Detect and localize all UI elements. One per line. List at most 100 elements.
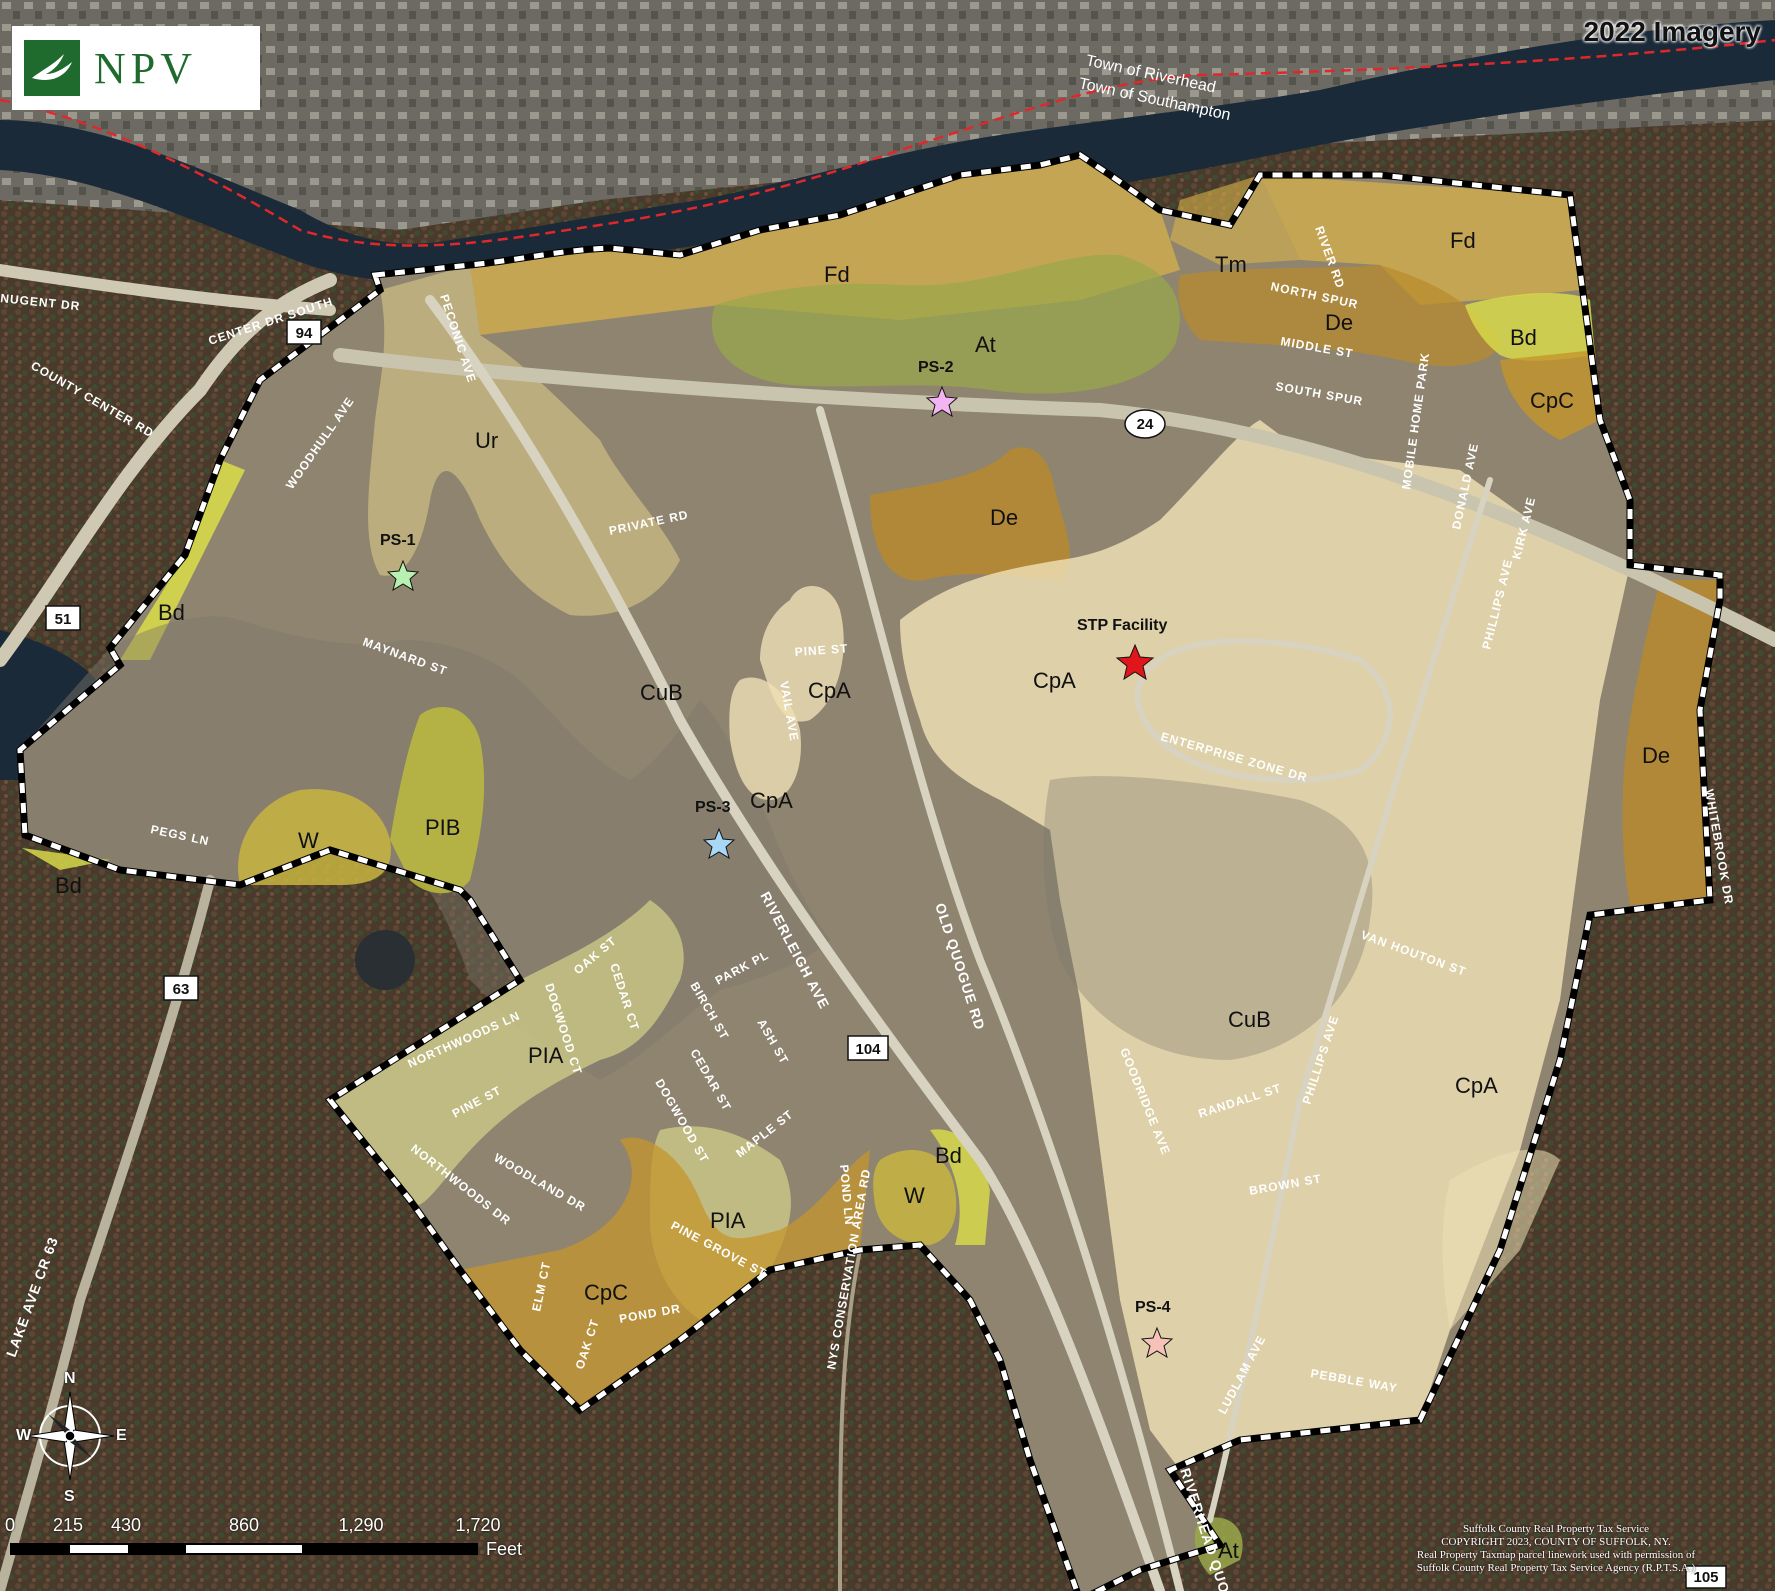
- svg-text:24: 24: [1137, 416, 1154, 433]
- soil-zone-At-north[interactable]: [711, 254, 1180, 394]
- zone-label: De: [1325, 310, 1353, 335]
- compass-rose: N S E W: [16, 1370, 127, 1510]
- pump-stations: PS-1 PS-2 PS-3 PS-4 STP Facility: [380, 359, 1174, 1359]
- scale-tick: 215: [52, 1515, 84, 1535]
- star-icon: [702, 827, 736, 860]
- zone-label: Ur: [475, 428, 498, 453]
- scale-tick: 860: [228, 1515, 260, 1535]
- zone-label: W: [904, 1183, 925, 1208]
- stp-facility[interactable]: STP Facility: [1077, 617, 1168, 681]
- zone-label: De: [990, 505, 1018, 530]
- phillips-ave[interactable]: [1207, 477, 1493, 1523]
- pump-station-label: PS-4: [1135, 1299, 1171, 1316]
- soil-zone-W-south[interactable]: [873, 1150, 957, 1245]
- pump-station-ps4[interactable]: PS-4: [1135, 1299, 1174, 1359]
- npv-logo: NPV: [12, 26, 260, 110]
- scale-tick: 430: [110, 1515, 142, 1535]
- soil-zone-De-north[interactable]: [1178, 265, 1500, 367]
- enterprise-zone-loop[interactable]: [1134, 638, 1393, 783]
- zone-label: W: [298, 828, 319, 853]
- soil-zone-CuB-central[interactable]: [1043, 776, 1373, 1060]
- star-icon: [1115, 643, 1155, 681]
- compass-east: E: [116, 1427, 127, 1444]
- zone-label: Fd: [1450, 228, 1476, 253]
- scale-bar: 0 215 430 860 1,290 1,720 Feet: [4, 1515, 524, 1575]
- zone-label: CpA: [750, 788, 793, 813]
- pump-station-label: PS-1: [380, 532, 416, 549]
- zone-label: CuB: [1228, 1007, 1271, 1032]
- town-boundary-line: [0, 38, 1775, 247]
- road-network: [0, 264, 1775, 1591]
- stp-facility-label: STP Facility: [1077, 617, 1168, 634]
- zone-label: Tm: [1215, 252, 1247, 277]
- pump-station-ps3[interactable]: PS-3: [695, 799, 736, 860]
- zone-label: Bd: [1510, 325, 1537, 350]
- copyright-line: COPYRIGHT 2023, COUNTY OF SUFFOLK, NY.: [1441, 1536, 1671, 1548]
- route-shields: 94 24 51 63 104 105: [45, 319, 1727, 1589]
- pump-station-ps2[interactable]: PS-2: [918, 359, 959, 418]
- route-shield-105: 105: [1685, 1565, 1727, 1589]
- route-shield-104: 104: [847, 1035, 889, 1061]
- route-104-riverleigh[interactable]: [425, 295, 1165, 1591]
- zone-label: De: [1642, 743, 1670, 768]
- soil-zone-De-central[interactable]: [870, 447, 1070, 581]
- southern-pond: [355, 930, 415, 990]
- zone-label: At: [975, 332, 996, 357]
- old-quogue-rd[interactable]: [816, 406, 1184, 1591]
- soil-zone-CpA-pine[interactable]: [760, 586, 844, 722]
- copyright-line: Real Property Taxmap parcel linework use…: [1416, 1549, 1696, 1561]
- scale-tick: 1,720: [455, 1515, 501, 1535]
- service-area-boundary: [16, 151, 1724, 1591]
- soil-zone-PIA-west[interactable]: [330, 900, 684, 1206]
- soil-zone-CpC-northeast[interactable]: [1500, 350, 1600, 440]
- soil-zone-Bd-northeast[interactable]: [1465, 293, 1595, 361]
- compass-south: S: [64, 1488, 75, 1505]
- soil-zones: [20, 155, 1720, 1575]
- scale-tick: 0: [4, 1515, 16, 1535]
- svg-text:63: 63: [173, 981, 190, 998]
- zone-label: CpA: [1455, 1073, 1498, 1098]
- route-shield-63: 63: [163, 975, 199, 1001]
- soil-zone-De-east[interactable]: [1622, 580, 1721, 905]
- route-shield-51: 51: [45, 605, 81, 631]
- star-icon: [1140, 1326, 1174, 1359]
- town-urban-area: [0, 0, 1775, 230]
- compass-west: W: [16, 1427, 32, 1444]
- pump-station-label: PS-3: [695, 799, 731, 816]
- soil-zone-Fd-northeast[interactable]: [1260, 175, 1580, 305]
- soil-zone-Bd-southwest[interactable]: [22, 848, 110, 870]
- zone-label: CpA: [1033, 668, 1076, 693]
- copyright-notice: Suffolk County Real Property Tax Service…: [1371, 1523, 1741, 1575]
- zone-label: CpA: [808, 678, 851, 703]
- zone-label: Bd: [158, 600, 185, 625]
- soil-zone-CpA-ps3[interactable]: [729, 677, 801, 800]
- copyright-line: Suffolk County Real Property Tax Service…: [1416, 1562, 1696, 1574]
- street-label: PINE ST: [794, 641, 849, 659]
- svg-text:105: 105: [1693, 1569, 1718, 1586]
- peconic-river: [0, 20, 1775, 282]
- street-label: POND LN: [837, 1164, 856, 1226]
- scale-tick: 1,290: [338, 1515, 384, 1535]
- compass-icon: [26, 1391, 115, 1481]
- pump-station-ps1[interactable]: PS-1: [380, 532, 420, 592]
- route-shield-24: 24: [1124, 409, 1166, 439]
- soil-zone-PIB[interactable]: [390, 707, 485, 894]
- zone-label: CuB: [640, 680, 683, 705]
- pump-station-label: PS-2: [918, 359, 954, 376]
- conservation-area-rd[interactable]: [838, 1248, 862, 1591]
- soil-zone-CpC-south[interactable]: [460, 1137, 870, 1411]
- svg-text:104: 104: [855, 1041, 881, 1058]
- scale-unit: Feet: [486, 1539, 523, 1559]
- star-icon: [925, 385, 959, 418]
- soil-zone-W-southwest[interactable]: [238, 789, 391, 885]
- zone-label: PIA: [528, 1043, 564, 1068]
- route-94[interactable]: [0, 264, 336, 316]
- svg-text:94: 94: [296, 325, 313, 342]
- zone-label: Fd: [824, 262, 850, 287]
- compass-north: N: [64, 1370, 76, 1387]
- route-24[interactable]: [333, 348, 1775, 647]
- soil-zone-labels: Fd Fd Tm At De Bd CpC Ur De Bd CuB CpA C…: [55, 228, 1670, 1563]
- zone-label: Bd: [935, 1143, 962, 1168]
